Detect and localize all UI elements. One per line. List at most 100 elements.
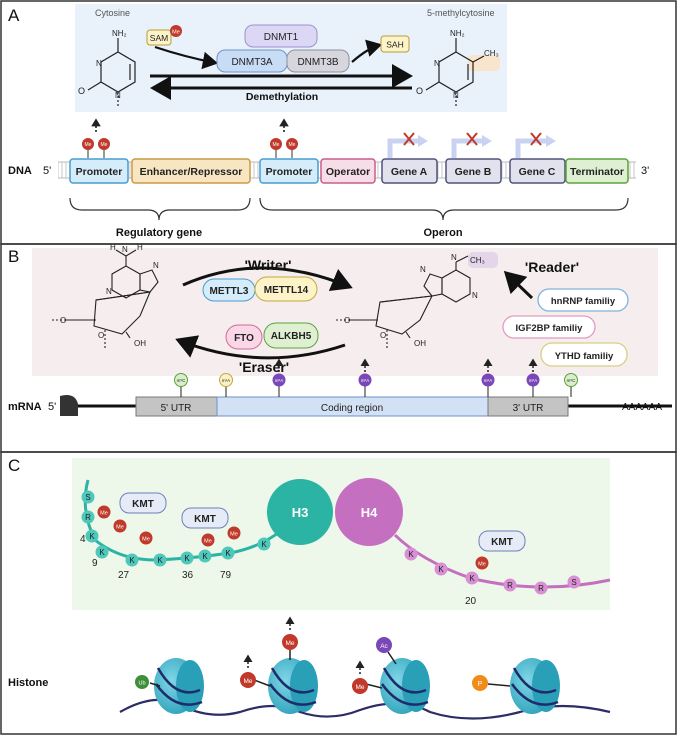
svg-text:Me: Me	[230, 532, 238, 538]
dna-3prime: 3'	[641, 165, 649, 177]
h3-residue-k9: K	[95, 545, 109, 559]
regulatory-gene-brace	[69, 197, 251, 221]
mod-pin-m6a-3: m⁶A	[481, 358, 495, 397]
h4-residue-k20: K	[465, 571, 479, 585]
writer-arrow	[182, 266, 353, 292]
sam-box	[146, 29, 172, 46]
h4-core	[335, 478, 403, 546]
adenosine-h1: H	[110, 243, 116, 252]
nucleosome-3	[380, 658, 430, 714]
writer-label: 'Writer'	[245, 257, 292, 273]
m6a-methyl-highlight	[468, 252, 498, 268]
mrna-cap	[60, 395, 78, 416]
adenosine-oh: OH	[134, 339, 146, 348]
svg-text:R: R	[85, 513, 91, 522]
svg-text:Me: Me	[204, 539, 212, 545]
h3-residue-k: K	[153, 553, 167, 567]
mettl14-pill	[254, 276, 318, 302]
kmt-badge-2	[181, 507, 229, 529]
methylcytosine-n1: N	[453, 91, 459, 100]
h3-residue-r: R	[81, 510, 95, 524]
svg-text:Me: Me	[101, 142, 108, 148]
phosphate-mark: P	[472, 675, 511, 691]
promoter2-label: Promoter	[266, 166, 313, 178]
h3-pos-27: 27	[118, 570, 130, 581]
gene-b-box	[445, 158, 502, 184]
h4-residue-r1: R	[503, 578, 517, 592]
acetyl-mark: Ac	[376, 637, 397, 665]
svg-text:K: K	[438, 565, 444, 574]
fto-label: FTO	[234, 333, 254, 344]
sam-to-dnmt-arrow	[154, 45, 219, 70]
methylcytosine-label: 5-methylcytosine	[427, 8, 495, 18]
methylcytosine-structure	[425, 38, 485, 108]
coding-region-label: Coding region	[321, 403, 383, 414]
m6a-n7: N	[420, 265, 426, 274]
mod-pin-m6a-4: m⁶A	[526, 358, 540, 397]
igf2bp-label: IGF2BP familiy	[516, 323, 584, 334]
methyl-mark-2: Me	[282, 616, 298, 660]
sah-box	[380, 35, 410, 53]
demethylation-label: Demethylation	[246, 91, 318, 103]
svg-text:Me: Me	[285, 640, 294, 647]
mettl14-label: METTL14	[264, 285, 309, 296]
promoter2-methylation: Me Me	[270, 118, 298, 158]
kmt-label-1: KMT	[132, 499, 154, 510]
svg-text:m⁵C: m⁵C	[567, 378, 577, 383]
sah-label: SAH	[386, 40, 403, 50]
svg-text:K: K	[261, 540, 267, 549]
dnmt1-label: DNMT1	[264, 32, 299, 43]
m6a-structure	[334, 255, 471, 350]
methyl-highlight	[468, 55, 500, 71]
svg-text:Ac: Ac	[380, 643, 388, 650]
h4-residue-k2: K	[434, 562, 448, 576]
adenosine-n1: N	[106, 287, 112, 296]
h3-label: H3	[292, 505, 309, 520]
svg-text:m¹A: m¹A	[222, 378, 230, 383]
m6a-ch3: CH₃	[470, 256, 485, 265]
nucleosome-2	[268, 658, 318, 714]
utr3-box	[487, 396, 569, 417]
mrna-5prime: 5'	[48, 401, 56, 413]
ythd-label: YTHD familiy	[555, 351, 614, 362]
m6a-n6: N	[451, 253, 457, 262]
nucleosome-1	[154, 658, 204, 714]
h3-residue-k4: K	[85, 529, 99, 543]
dnmt3a-label: DNMT3A	[231, 57, 272, 68]
operator-box	[320, 158, 376, 184]
svg-text:Me: Me	[116, 525, 124, 531]
svg-text:m⁵C: m⁵C	[177, 378, 187, 383]
svg-text:S: S	[571, 578, 576, 587]
promoter2-box	[259, 158, 319, 184]
svg-text:m⁶A: m⁶A	[275, 378, 284, 383]
h4-residue-r2: R	[534, 581, 548, 595]
methylcytosine-nh2: NH₂	[450, 29, 465, 38]
adenosine-structure	[50, 249, 159, 350]
ubiquitin-mark: Ub	[135, 675, 161, 689]
panel-c-label: C	[8, 456, 20, 475]
svg-text:K: K	[184, 554, 190, 563]
alkbh5-label: ALKBH5	[271, 331, 312, 342]
svg-text:Me: Me	[142, 537, 150, 543]
svg-text:K: K	[129, 556, 135, 565]
dnmt-to-sah-arrow	[351, 39, 383, 63]
h4-residue-s: S	[567, 575, 581, 589]
svg-text:K: K	[202, 552, 208, 561]
m6a-n1: N	[472, 291, 478, 300]
gene-c-label: Gene C	[519, 166, 556, 178]
methylcytosine-ch3: CH₃	[484, 49, 499, 58]
mod-pin-m5c-2: m⁵C	[564, 373, 578, 397]
m6a-o3: O	[380, 331, 386, 340]
igf2bp-pill	[502, 315, 596, 339]
operon-label: Operon	[423, 227, 462, 239]
promoter1-label: Promoter	[76, 166, 123, 178]
enhancer-box	[131, 158, 251, 184]
mettl3-label: METTL3	[210, 286, 249, 297]
gene-c-box	[509, 158, 566, 184]
terminator-label: Terminator	[570, 166, 624, 178]
mod-pin-m6a-2: m⁶A	[358, 358, 372, 397]
nucleosome-4	[510, 658, 560, 714]
mod-pin-m1a: m¹A	[219, 373, 233, 397]
methyl-mark-3: Me	[352, 660, 383, 694]
operon-brace	[259, 197, 629, 221]
